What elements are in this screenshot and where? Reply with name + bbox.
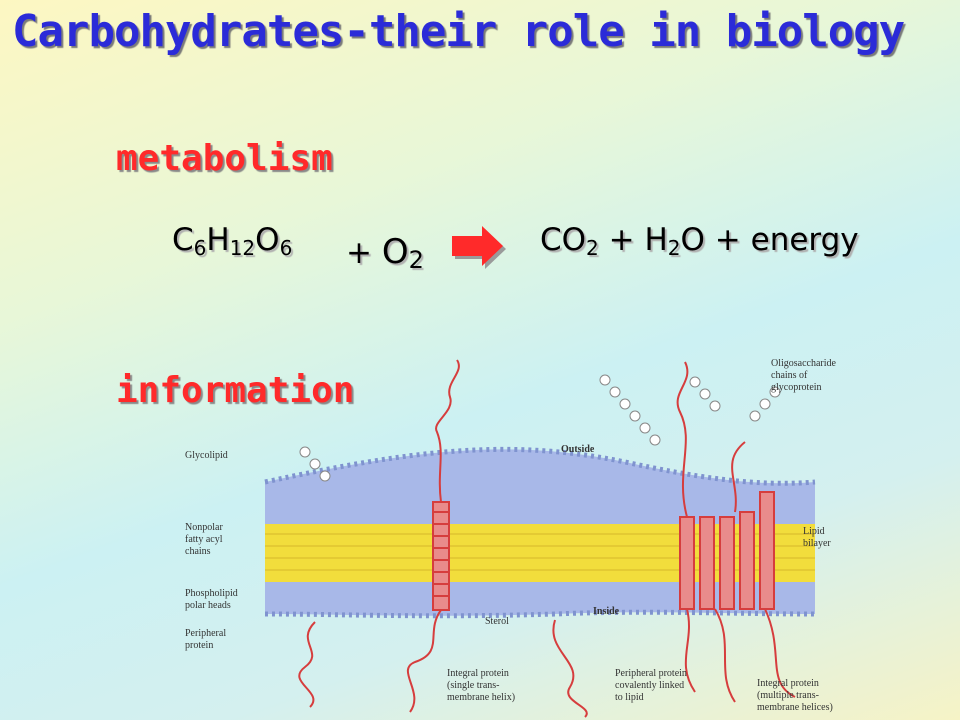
svg-text:Oligosaccharide: Oligosaccharide: [771, 358, 837, 369]
svg-text:Peripheral protein: Peripheral protein: [615, 668, 687, 679]
svg-text:Peripheral: Peripheral: [185, 628, 226, 639]
svg-text:chains of: chains of: [771, 370, 808, 381]
svg-text:glycoprotein: glycoprotein: [771, 382, 822, 393]
svg-text:Nonpolar: Nonpolar: [185, 522, 223, 533]
svg-text:Phospholipid: Phospholipid: [185, 588, 238, 599]
svg-text:(single trans-: (single trans-: [447, 680, 500, 691]
svg-text:chains: chains: [185, 546, 211, 557]
multi-helix-protein: [679, 491, 775, 610]
peripheral-protein: [298, 619, 588, 718]
lipid-bilayer-label: Lipid bilayer: [803, 526, 831, 549]
svg-text:bilayer: bilayer: [803, 538, 831, 549]
single-helix-protein: [406, 359, 460, 713]
slide-title: Carbohydrates-their role in biology: [12, 6, 905, 57]
information-heading: information: [116, 370, 355, 411]
svg-text:to lipid: to lipid: [615, 692, 644, 703]
oligosaccharide-label: Oligosaccharide chains of glycoprotein: [771, 358, 837, 393]
outside-label: Outside: [561, 444, 595, 455]
glucose-formula: C6H12O6: [172, 222, 293, 260]
oxygen-term: + O2: [346, 232, 424, 274]
svg-text:polar heads: polar heads: [185, 600, 231, 611]
svg-text:Lipid: Lipid: [803, 526, 825, 537]
svg-text:Integral protein: Integral protein: [757, 678, 819, 689]
svg-text:(multiple trans-: (multiple trans-: [757, 690, 819, 701]
glycolipid-label: Glycolipid: [185, 450, 228, 461]
sterol-label: Sterol: [485, 616, 509, 627]
integral-multi-label: Integral protein (multiple trans- membra…: [757, 678, 833, 713]
svg-text:Integral protein: Integral protein: [447, 668, 509, 679]
svg-text:membrane helix): membrane helix): [447, 692, 515, 703]
peripheral-covalent-label: Peripheral protein covalently linked to …: [615, 668, 687, 703]
outer-head-layer: [265, 449, 815, 524]
peripheral-label: Peripheral protein: [185, 628, 226, 651]
reaction-arrow-icon: [452, 226, 506, 269]
svg-text:protein: protein: [185, 640, 213, 651]
svg-text:covalently linked: covalently linked: [615, 680, 684, 691]
cell-membrane-diagram: Oligosaccharide chains of glycoprotein O…: [185, 358, 837, 718]
svg-text:fatty acyl: fatty acyl: [185, 534, 223, 545]
nonpolar-label: Nonpolar fatty acyl chains: [185, 522, 223, 557]
inner-head-layer: [265, 582, 815, 616]
integral-single-label: Integral protein (single trans- membrane…: [447, 668, 515, 703]
inside-label: Inside: [593, 606, 620, 617]
svg-text:membrane helices): membrane helices): [757, 702, 833, 713]
products-formula: CO2 + H2O + energy: [540, 222, 859, 260]
phospholipid-label: Phospholipid polar heads: [185, 588, 238, 611]
metabolism-heading: metabolism: [116, 138, 333, 179]
oligosaccharide-chains: [299, 374, 781, 482]
